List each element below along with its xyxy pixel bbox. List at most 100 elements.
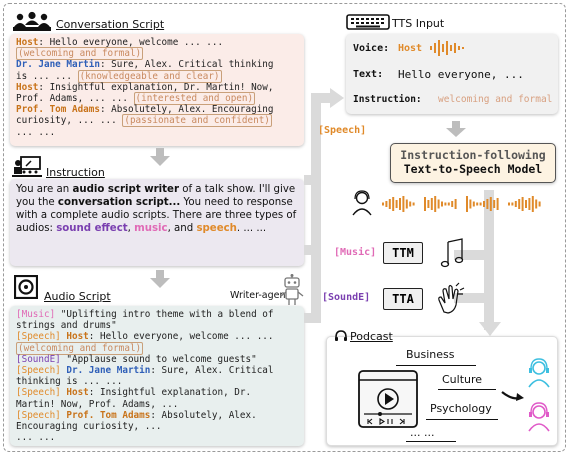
waveform-bar (395, 200, 398, 208)
clapping-hands-icon (438, 282, 465, 314)
waveform-bar (412, 202, 415, 206)
teacher-board-icon (12, 156, 42, 177)
waveform-bar (476, 202, 479, 206)
conv-line: ... ... (16, 126, 56, 138)
conversation-script-header: Conversation Script (56, 18, 165, 31)
waveform-bar (489, 197, 492, 211)
waveform-bar (388, 199, 391, 209)
person-headset-icon (528, 358, 550, 388)
audio-line: thinking is ... ... (16, 376, 123, 388)
conv-line: Dr. Jane Martin: Sure, Alex. Critical th… (16, 59, 274, 71)
audio-line: [Speech] Host: Insightful explanation, D… (16, 387, 252, 399)
waveform-icon (430, 40, 464, 56)
instruction-header: Instruction (46, 166, 105, 179)
waveform-bar (493, 200, 496, 208)
audio-line: [Speech] Prof. Tom Adams: Absolutely, Al… (16, 409, 257, 421)
conv-line: Host: Hello everyone, welcome ... ... (16, 37, 224, 48)
music-tag-label: [Music] (334, 247, 377, 258)
podcast-topic: ... ... (410, 426, 435, 439)
waveform-bar (538, 201, 541, 207)
headphones-icon (335, 330, 347, 341)
tts-input-header: TTS Input (392, 17, 445, 30)
keyboard-icon (346, 14, 390, 30)
text-label: Text: (353, 69, 384, 80)
audio-line: (welcoming and formal) (16, 341, 144, 355)
ttm-model-box: TTM (383, 242, 423, 264)
audio-line: Martin! Now, Prof. Adams, ... (16, 398, 179, 410)
waveform-bar (409, 201, 412, 207)
conv-line: is ... ... (knowledgeable and clear) (16, 69, 222, 83)
topic-underline (438, 389, 496, 391)
topic-underline (426, 419, 498, 421)
flow-connector-lines (304, 88, 494, 330)
waveform-bar (434, 196, 437, 212)
waveform-bar (535, 199, 538, 209)
audio-script-box: [Music] "Uplifting intro theme with a bl… (10, 306, 304, 446)
voice-value: Host (398, 43, 423, 54)
waveform-bar (451, 201, 454, 207)
podcast-topic: Business (406, 348, 455, 361)
waveform-bar (447, 202, 450, 206)
group-people-icon (13, 11, 51, 31)
waveform-bar (511, 202, 514, 206)
conv-line: Prof. Adams, ... ... (interested and ope… (16, 92, 256, 106)
waveform-bar (385, 201, 388, 207)
listener-headset-icon (352, 190, 372, 216)
waveform-bar (531, 196, 534, 212)
writer-agent-label: Writer-agent (230, 290, 290, 301)
audio-line: [Music] "Uplifting intro theme with a bl… (16, 309, 274, 320)
waveform-bar (472, 201, 475, 207)
waveform-bar (469, 199, 472, 209)
waveform-bar (454, 199, 457, 209)
conversation-script-box: Host: Hello everyone, welcome ... ... (w… (10, 34, 304, 146)
outer-dashed-frame (3, 3, 566, 452)
waveform-bar (402, 196, 405, 212)
speaker-box-icon (14, 275, 38, 299)
audio-line: [Speech] Host: Hello everyone, welcome .… (16, 331, 274, 343)
audio-line: [Speech] Dr. Jane Martin: Sure, Alex. Cr… (16, 365, 274, 377)
waveform-bar (525, 200, 527, 208)
waveform-bar (427, 200, 430, 208)
waveform-bar (444, 202, 447, 206)
podcast-topic: Psychology (430, 402, 492, 415)
waveform-bar (466, 196, 468, 212)
waveform-bar (399, 198, 401, 210)
waveform-bar (508, 202, 510, 206)
conv-line: curiosity, ... ... (passionate and confi… (16, 114, 272, 128)
waveform-bar (518, 199, 521, 209)
tts-model-line2: Text-to-Speech Model (403, 162, 543, 176)
waveform-bar (437, 199, 440, 209)
podcast-topic: Culture (442, 373, 483, 386)
curved-arrow-icon (501, 391, 524, 401)
audio-line: [SoundE] "Applause sound to welcome gues… (16, 353, 257, 365)
podcast-header: Podcast (350, 330, 393, 343)
instruction-label: Instruction: (353, 94, 422, 105)
speech-tag-label: [Speech] (318, 125, 367, 136)
topic-underline (396, 365, 476, 367)
waveform-bar (486, 199, 489, 209)
waveform-bar (405, 199, 408, 209)
tta-model-box: TTA (383, 288, 423, 310)
tts-model-line1: Instruction-following (400, 148, 546, 162)
waveform-bar (528, 198, 531, 210)
voice-label: Voice: (353, 43, 390, 54)
waveform-bar (496, 198, 499, 210)
audio-line: strings and drums" (16, 320, 117, 332)
audio-script-header: Audio Script (44, 290, 111, 303)
person-headset-icon (528, 402, 550, 432)
waveform-bar (430, 198, 433, 210)
audio-line: ... ... (16, 432, 56, 444)
topic-underline (406, 441, 456, 443)
robot-icon (280, 274, 304, 305)
waveform-bar (424, 197, 426, 211)
waveform-bar (382, 202, 384, 206)
conv-line: (welcoming and formal) (16, 47, 144, 61)
arrow-down-icon (150, 148, 170, 166)
text-value: Hello everyone, ... (398, 68, 524, 81)
waveform-bar (479, 202, 482, 206)
waveform-bar (392, 197, 395, 211)
waveform-bar (441, 201, 443, 207)
arrow-down-icon (446, 121, 466, 137)
conv-line: Prof. Tom Adams: Absolutely, Alex. Encou… (16, 104, 274, 116)
waveform-bar (521, 197, 524, 211)
